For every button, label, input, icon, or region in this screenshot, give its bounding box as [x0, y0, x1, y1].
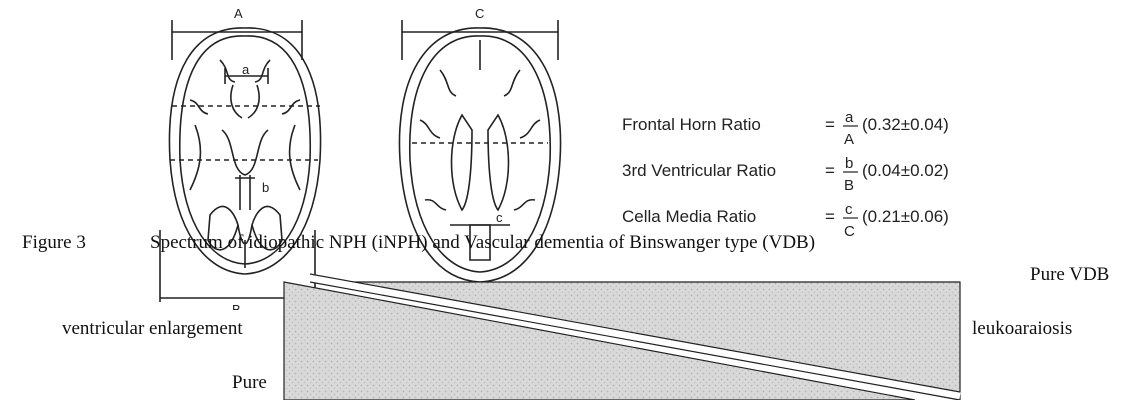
- figure-caption: Spectrum of idiopathic NPH (iNPH) and Va…: [150, 232, 815, 254]
- ratio-value-cella-media: (0.21±0.06): [862, 207, 949, 226]
- left-label-ventricular-enlargement: ventricular enlargement: [62, 318, 284, 340]
- label-C: C: [475, 6, 484, 21]
- ratio-name-frontal-horn: Frontal Horn Ratio: [622, 115, 761, 134]
- ratio-value-frontal-horn: (0.32±0.04): [862, 115, 949, 134]
- ratio-name-cella-media: Cella Media Ratio: [622, 207, 756, 226]
- left-bottom-label-pure: Pure: [232, 372, 267, 394]
- ratio-formulas: Frontal Horn Ratio = a A (0.32±0.04) 3rd…: [600, 80, 1060, 250]
- label-c: c: [496, 210, 503, 225]
- right-label-leukoaraiosis: leukoaraiosis: [972, 318, 1072, 340]
- label-A: A: [234, 6, 243, 21]
- ratio-eq-1: =: [825, 115, 835, 134]
- ratio-den-3: C: [844, 223, 855, 240]
- ratio-eq-3: =: [825, 207, 835, 226]
- ratio-value-third-ventricular: (0.04±0.02): [862, 161, 949, 180]
- ratio-den-2: B: [844, 177, 854, 194]
- ratio-name-third-ventricular: 3rd Ventricular Ratio: [622, 161, 776, 180]
- ratio-num-2: b: [845, 155, 853, 172]
- ratio-num-3: c: [845, 201, 853, 218]
- ratio-den-1: A: [844, 131, 854, 148]
- ratio-eq-2: =: [825, 161, 835, 180]
- label-b: b: [262, 180, 269, 195]
- label-a: a: [242, 62, 250, 77]
- ratio-num-1: a: [845, 109, 854, 126]
- pure-vdb-label: Pure VDB: [1030, 264, 1109, 286]
- figure-caption-label: Figure 3: [22, 232, 86, 254]
- spectrum-triangles: [270, 270, 970, 400]
- label-B: B: [232, 302, 241, 310]
